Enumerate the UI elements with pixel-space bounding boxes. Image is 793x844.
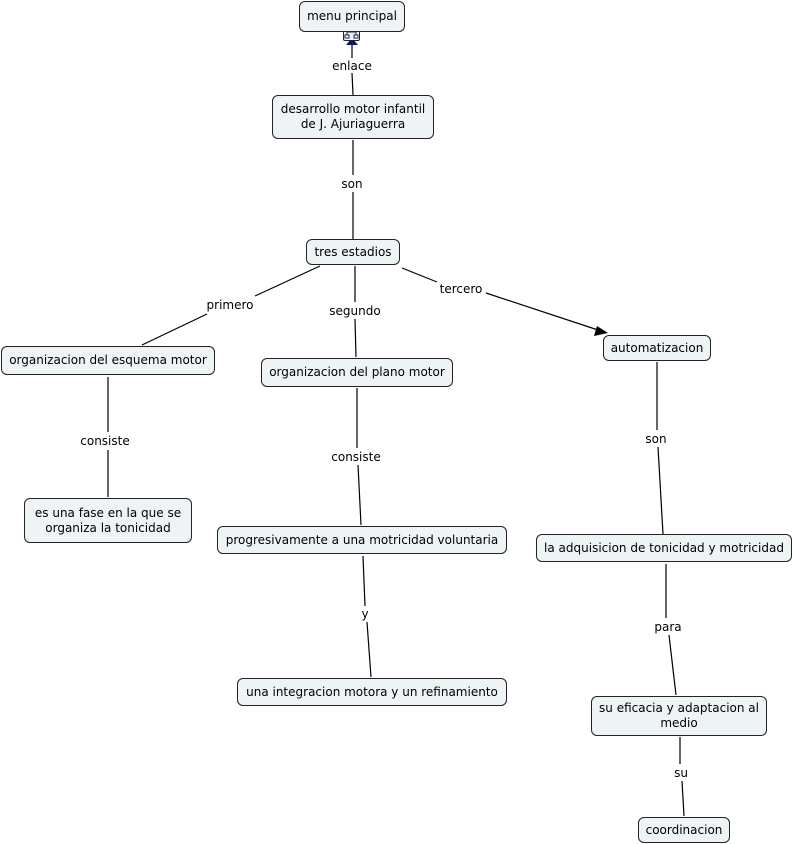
edge-son-adquisicion	[657, 446, 664, 535]
node-eficacia-adaptacion: su eficacia y adaptacion al medio	[591, 696, 767, 736]
edge-estadios-tercero	[401, 267, 438, 283]
arrowhead-automatizacion	[594, 326, 608, 336]
node-fase-tonicidad: es una fase en la que se organiza la ton…	[24, 498, 192, 543]
edge-y-integracion	[366, 621, 372, 678]
node-tres-estadios: tres estadios	[306, 239, 400, 265]
link-son-1: son	[338, 177, 366, 191]
edge-primero-esquema	[141, 313, 208, 346]
node-adquisicion-tonicidad: la adquisicion de tonicidad y motricidad	[536, 534, 792, 562]
link-primero: primero	[203, 298, 257, 312]
link-su: su	[671, 766, 691, 780]
edge-tercero-automat	[485, 292, 599, 331]
node-menu-principal[interactable]: menu principal	[299, 1, 405, 32]
link-y: y	[358, 607, 372, 621]
link-consiste-1: consiste	[77, 434, 133, 448]
link-son-2: son	[642, 432, 670, 446]
arrowhead-menu	[346, 38, 358, 45]
edge-su-coordinacion	[681, 780, 685, 817]
node-motricidad-voluntaria: progresivamente a una motricidad volunta…	[217, 526, 507, 554]
link-segundo: segundo	[326, 304, 384, 318]
link-tercero: tercero	[436, 282, 486, 296]
edge-segundo-plano	[354, 318, 357, 358]
node-coordinacion: coordinacion	[638, 817, 730, 843]
link-consiste-2: consiste	[328, 450, 384, 464]
node-integracion-motora: una integracion motora y un refinamiento	[237, 678, 507, 706]
edge-enlace-desarrollo	[351, 72, 354, 96]
edge-progresiva-y	[362, 555, 366, 607]
edge-para-eficacia	[668, 634, 677, 696]
link-enlace: enlace	[329, 59, 375, 73]
node-plano-motor: organizacion del plano motor	[261, 358, 453, 387]
node-esquema-motor: organizacion del esquema motor	[1, 346, 215, 375]
edge-consiste-progresiva	[357, 464, 362, 526]
link-para: para	[651, 620, 685, 634]
edge-estadios-primero	[254, 265, 321, 297]
node-automatizacion: automatizacion	[603, 335, 711, 361]
node-desarrollo-motor: desarrollo motor infantil de J. Ajuriagu…	[272, 95, 434, 139]
